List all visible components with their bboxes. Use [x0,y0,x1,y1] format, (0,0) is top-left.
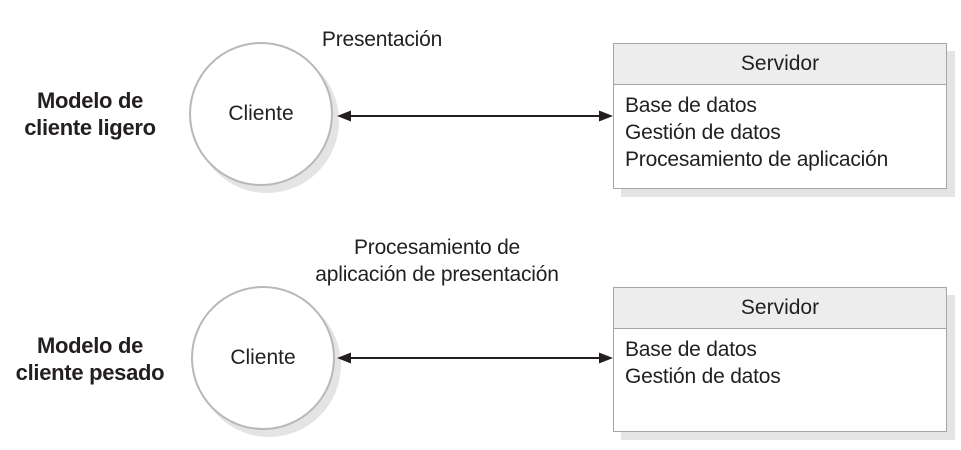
server-box-thin: Servidor Base de datos Gestión de datos … [613,43,947,189]
server-item: Gestión de datos [625,365,781,388]
server-item: Base de datos [625,338,757,361]
model-label-fat-client: Modelo de cliente pesado [2,332,178,386]
server-title: Servidor [614,288,946,329]
client-node-label: Cliente [230,346,296,369]
model-label-thin-client: Modelo de cliente ligero [2,87,178,141]
bidirectional-arrow-thin [337,110,613,122]
client-role-line: Procesamiento de [353,236,521,259]
model-label-line: cliente ligero [24,115,156,140]
client-node-thin: Cliente [189,42,333,186]
arrowhead-left [337,110,351,122]
client-node-fat: Cliente [191,286,335,430]
client-role-line: aplicación de presentación [315,263,559,286]
model-label-line: Modelo de [36,88,144,113]
client-role-label-thin: Presentación [292,26,472,53]
server-item: Gestión de datos [625,121,781,144]
arrowhead-right [599,352,613,364]
arrowhead-right [599,110,613,122]
model-label-line: cliente pesado [15,360,165,385]
server-responsibilities: Base de datos Gestión de datos [614,329,946,390]
client-role-line: Presentación [321,28,443,51]
bidirectional-arrow-fat [337,352,613,364]
client-role-label-fat: Procesamiento de aplicación de presentac… [287,234,587,288]
client-node-label: Cliente [228,102,294,125]
server-title: Servidor [614,44,946,85]
model-label-line: Modelo de [36,333,144,358]
arrowhead-left [337,352,351,364]
server-item: Base de datos [625,94,757,117]
server-responsibilities: Base de datos Gestión de datos Procesami… [614,85,946,173]
server-box-fat: Servidor Base de datos Gestión de datos [613,287,947,432]
server-item: Procesamiento de aplicación [625,148,889,171]
